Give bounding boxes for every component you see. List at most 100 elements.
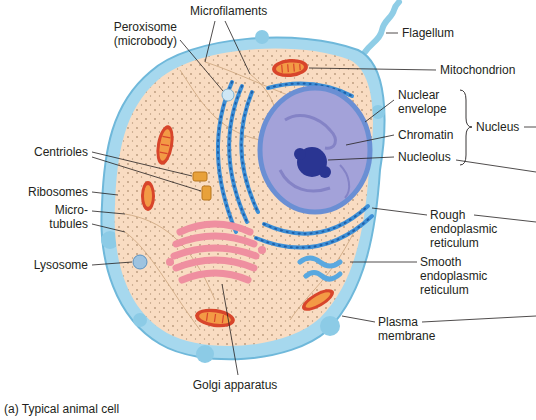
golgi-apparatus	[258, 246, 266, 254]
golgi-apparatus	[166, 224, 266, 280]
smooth-er	[306, 273, 340, 280]
part-label: Smooth endoplasmic reticulum	[420, 255, 500, 297]
flagellum-shape	[365, 2, 399, 52]
leader-lines	[309, 68, 436, 70]
part-label: Golgi apparatus	[180, 378, 290, 392]
golgi-apparatus	[176, 260, 254, 268]
rough-er	[256, 216, 372, 248]
mitochondria	[141, 57, 337, 329]
leader-lines	[205, 21, 215, 62]
mitochondria	[304, 290, 332, 311]
cell-body	[196, 345, 214, 363]
rough-er	[241, 92, 258, 212]
mitochondria	[144, 185, 152, 207]
golgi-apparatus	[182, 273, 248, 280]
centrioles	[202, 186, 211, 200]
leader-lines	[328, 157, 394, 160]
leader-lines	[474, 215, 536, 222]
part-label: Peroxisome (microbody)	[85, 20, 177, 48]
nucleus-bracket	[460, 90, 472, 165]
mitochondria	[198, 310, 231, 325]
golgi-apparatus	[174, 248, 256, 256]
smooth-er	[300, 258, 340, 266]
rough-er	[241, 92, 258, 212]
part-label: Flagellum	[402, 26, 454, 40]
nucleus-shape	[319, 166, 331, 178]
lysosome-shape	[133, 255, 147, 269]
mitochondria	[154, 124, 177, 166]
leader-lines	[92, 211, 125, 214]
leader-lines	[225, 21, 250, 74]
leader-lines	[180, 40, 223, 91]
mitochondria	[141, 181, 155, 211]
peroxisome-shape	[222, 89, 234, 101]
mitochondria	[299, 285, 337, 315]
cell-body	[101, 38, 384, 360]
rough-er	[218, 82, 372, 248]
leader-lines	[92, 192, 118, 195]
rough-er	[218, 82, 236, 232]
part-label: Rough endoplasmic reticulum	[430, 208, 510, 250]
leader-lines	[92, 262, 132, 265]
golgi-apparatus	[180, 224, 250, 232]
mitochondria	[207, 313, 224, 323]
part-label: Micro- tubules	[44, 203, 88, 231]
mitochondria	[141, 181, 155, 211]
leader-lines	[222, 284, 238, 375]
part-label: Plasma membrane	[378, 315, 438, 343]
mitochondria	[282, 63, 301, 73]
rough-er	[256, 216, 372, 248]
mitochondria	[276, 61, 305, 74]
leader-lines	[422, 316, 536, 322]
figure-caption: (a) Typical animal cell	[4, 402, 119, 416]
centrioles	[193, 172, 211, 200]
rough-er	[218, 82, 372, 248]
golgi-apparatus	[166, 258, 174, 266]
centrioles	[193, 172, 207, 181]
smooth-er	[300, 258, 340, 279]
part-label: Nucleus	[476, 120, 519, 134]
cell-body	[101, 30, 385, 363]
part-label: Nuclear envelope	[398, 88, 458, 116]
leader-lines	[346, 135, 394, 145]
part-label: Mitochondrion	[440, 63, 515, 77]
nucleus-shape	[260, 88, 370, 212]
rough-er	[229, 86, 247, 222]
rough-er	[218, 82, 236, 232]
mitochondria	[154, 124, 177, 166]
golgi-apparatus	[176, 236, 254, 244]
part-label: Centrioles	[8, 145, 88, 159]
cell-body	[255, 30, 269, 44]
flagellum-shape	[365, 2, 399, 52]
cell-body	[115, 49, 373, 346]
leader-lines	[92, 157, 201, 191]
mitochondria	[299, 285, 337, 315]
leader-lines	[456, 160, 536, 172]
cell-body	[115, 49, 373, 346]
part-label: Ribosomes	[8, 185, 88, 199]
leader-lines	[365, 100, 394, 122]
leader-lines	[92, 21, 536, 375]
rough-er	[218, 82, 372, 248]
mitochondria	[157, 128, 172, 161]
nucleus-shape	[285, 115, 335, 148]
part-label: Lysosome	[8, 258, 88, 272]
leader-lines	[350, 262, 417, 263]
leader-lines	[342, 316, 375, 322]
leader-lines	[386, 33, 398, 34]
part-label: Chromatin	[398, 128, 453, 142]
mitochondria	[271, 57, 308, 78]
mitochondria	[160, 136, 171, 153]
nucleus-shape	[260, 88, 370, 212]
mitochondria	[271, 57, 308, 78]
part-label: Nucleolus	[398, 150, 451, 164]
cell-body	[133, 313, 147, 327]
leader-lines	[92, 224, 125, 232]
nucleus-shape	[294, 148, 306, 160]
cell-body	[320, 316, 340, 336]
nucleus-shape	[340, 165, 349, 198]
rough-er	[229, 86, 247, 222]
part-label: Microfilaments	[190, 4, 267, 18]
leader-lines	[524, 127, 536, 128]
